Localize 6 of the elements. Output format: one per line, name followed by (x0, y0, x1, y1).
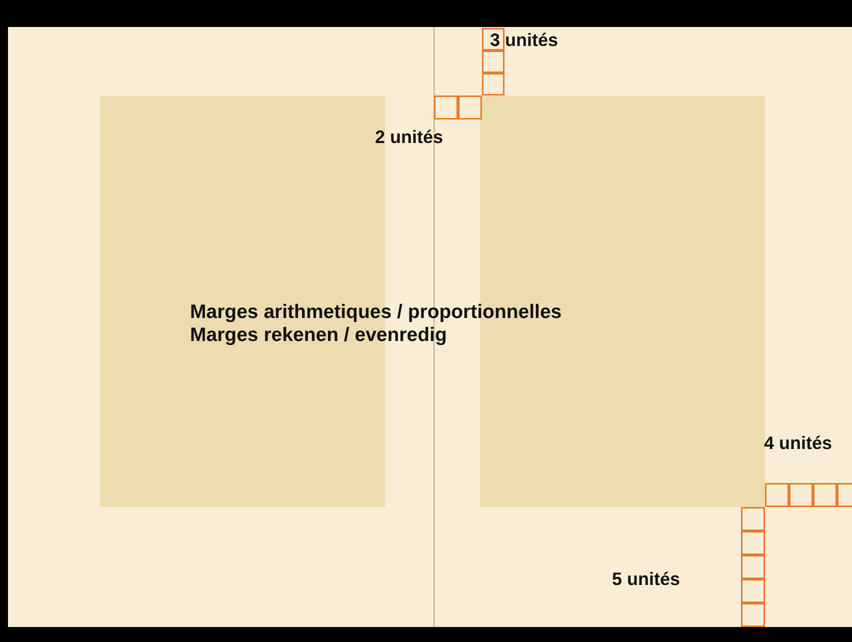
caption-text: Marges rekenen / evenredig (190, 324, 447, 347)
dimension-label: 4 unités (764, 433, 832, 454)
dimension-label: 5 unités (612, 569, 680, 590)
caption-text: Marges arithmetiques / proportionnelles (190, 301, 562, 324)
dimension-label: 3 unités (490, 30, 558, 51)
dimension-label: 2 unités (375, 127, 444, 148)
